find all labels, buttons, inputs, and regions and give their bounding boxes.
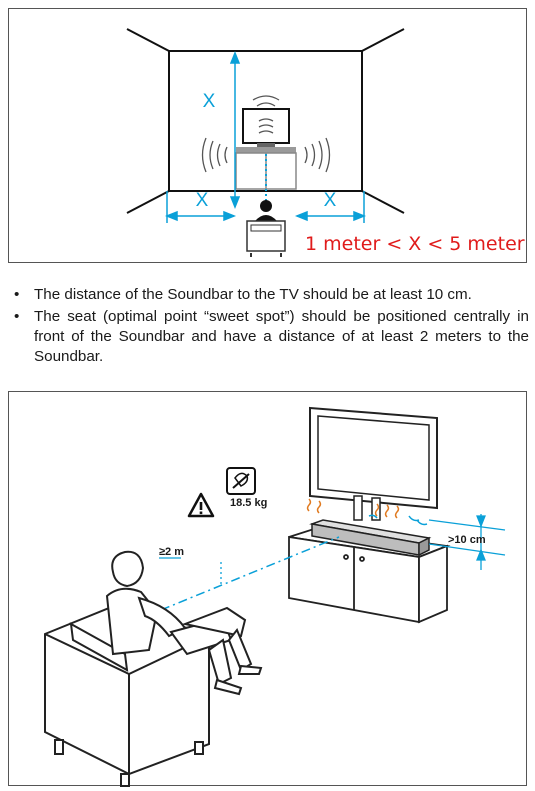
sound-waves-icon — [201, 95, 331, 173]
soundbar-icon — [236, 147, 296, 153]
placement-illustration: >10 cm 18.5 kg ≥2 m — [8, 391, 527, 787]
tv-gap-label: >10 cm — [448, 534, 486, 546]
note-sweet-spot: The seat (optimal point “sweet spot”) sh… — [14, 307, 529, 367]
note-tv-distance: The distance of the Soundbar to the TV s… — [14, 285, 529, 305]
weight-label: 18.5 kg — [230, 497, 267, 509]
left-distance-label: X — [196, 190, 209, 211]
placement-drawing: >10 cm 18.5 kg ≥2 m — [44, 406, 506, 787]
room-layout-drawing: X X X — [126, 28, 405, 257]
warning-icon — [187, 492, 215, 518]
listener-icon — [246, 200, 286, 257]
distance-range-label: 1 meter < X < 5 meter — [305, 233, 525, 255]
left-dimension-arrow — [164, 191, 237, 223]
tv-icon — [309, 406, 438, 521]
airflow-icon — [368, 514, 428, 526]
right-distance-label: X — [324, 190, 337, 211]
heat-waves-icon — [306, 498, 400, 519]
vertical-dimension-arrow — [229, 50, 241, 210]
weight-icon — [226, 467, 256, 495]
soundbar-icon — [309, 519, 432, 557]
placement-notes: The distance of the Soundbar to the TV s… — [14, 285, 529, 369]
listening-line — [160, 536, 340, 611]
tv-icon — [242, 108, 290, 147]
right-dimension-arrow — [294, 191, 367, 223]
vertical-distance-label: X — [203, 91, 216, 112]
person-icon — [105, 550, 263, 696]
room-layout-diagram: X X X 1 meter < X < 5 meter — [8, 8, 527, 263]
seat-distance-label: ≥2 m — [159, 546, 184, 558]
tv-gap-dimension — [428, 514, 506, 570]
